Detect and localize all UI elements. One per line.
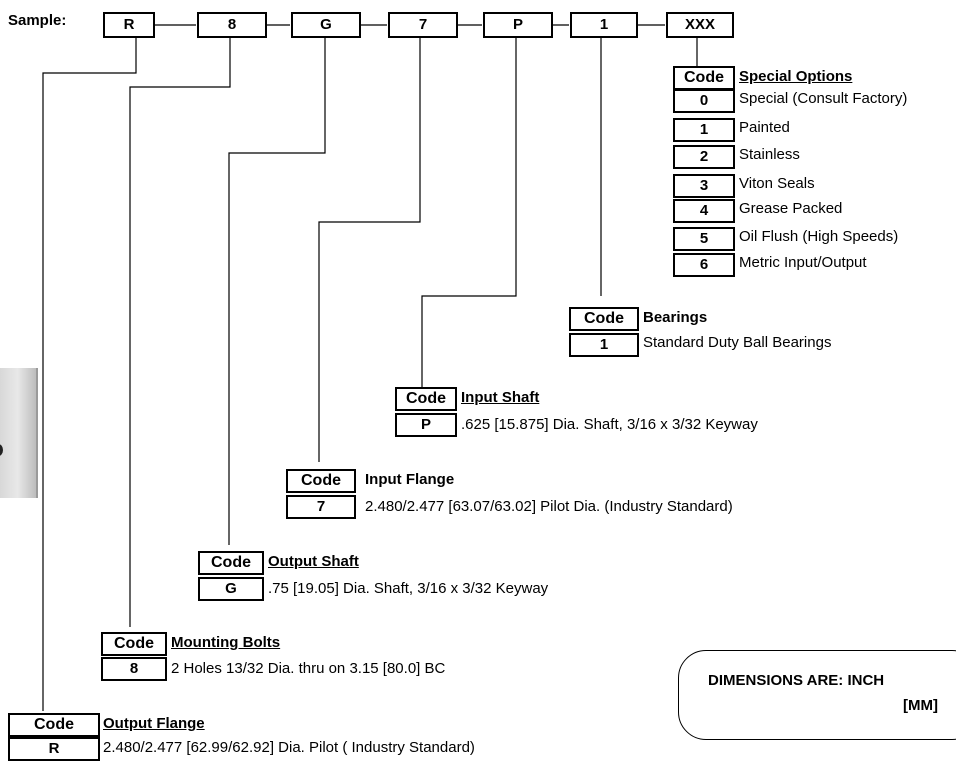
sample-box-input-shaft: P bbox=[483, 12, 553, 38]
code-header: Code bbox=[8, 713, 100, 737]
code-cell: 6 bbox=[673, 253, 735, 277]
table-title-input-shaft: Input Shaft bbox=[461, 389, 540, 406]
code-cell: 4 bbox=[673, 199, 735, 223]
code-header: Code bbox=[395, 387, 457, 411]
table-title-mounting-bolts: Mounting Bolts bbox=[171, 634, 281, 651]
output-flange-description: 2.480/2.477 [62.99/62.92] Dia. Pilot ( I… bbox=[103, 739, 475, 756]
table-title-bearings: Bearings bbox=[643, 309, 708, 326]
code-cell: P bbox=[395, 413, 457, 437]
sample-box-output-shaft: G bbox=[291, 12, 361, 38]
code-cell: 1 bbox=[569, 333, 639, 357]
option-description: Metric Input/Output bbox=[739, 254, 867, 271]
table-title-output-shaft: Output Shaft bbox=[268, 553, 359, 570]
table-title-special-options: Special Options bbox=[739, 68, 853, 85]
code-cell: R bbox=[8, 737, 100, 761]
code-header: Code bbox=[673, 66, 735, 90]
leader-input-shaft bbox=[421, 38, 517, 387]
code-header: Code bbox=[198, 551, 264, 575]
product-photo bbox=[0, 368, 38, 498]
bearing-description: Standard Duty Ball Bearings bbox=[643, 334, 832, 351]
table-title-output-flange: Output Flange bbox=[103, 715, 205, 732]
dimensions-note-line2: [MM] bbox=[903, 697, 938, 714]
code-header: Code bbox=[569, 307, 639, 331]
option-description: Grease Packed bbox=[739, 200, 843, 217]
dimensions-note-box bbox=[678, 650, 956, 740]
input-flange-description: 2.480/2.477 [63.07/63.02] Pilot Dia. (In… bbox=[365, 498, 733, 515]
code-cell: 8 bbox=[101, 657, 167, 681]
mounting-bolts-description: 2 Holes 13/32 Dia. thru on 3.15 [80.0] B… bbox=[171, 660, 446, 677]
code-cell: 1 bbox=[673, 118, 735, 142]
sample-box-input-flange: 7 bbox=[388, 12, 458, 38]
output-shaft-description: .75 [19.05] Dia. Shaft, 3/16 x 3/32 Keyw… bbox=[268, 580, 549, 597]
leader-output-flange bbox=[42, 38, 137, 711]
leader-output-shaft bbox=[228, 38, 326, 545]
code-cell: G bbox=[198, 577, 264, 601]
sample-box-bearings: 1 bbox=[570, 12, 638, 38]
code-cell: 2 bbox=[673, 145, 735, 169]
code-cell: 0 bbox=[673, 89, 735, 113]
code-cell: 5 bbox=[673, 227, 735, 251]
option-description: Painted bbox=[739, 119, 790, 136]
code-header: Code bbox=[101, 632, 167, 656]
table-title-input-flange: Input Flange bbox=[365, 471, 455, 488]
code-cell: 3 bbox=[673, 174, 735, 198]
input-shaft-description: .625 [15.875] Dia. Shaft, 3/16 x 3/32 Ke… bbox=[461, 416, 758, 433]
option-description: Special (Consult Factory) bbox=[739, 90, 908, 107]
sample-label: Sample: bbox=[8, 12, 67, 29]
option-description: Stainless bbox=[739, 146, 800, 163]
leader-input-flange bbox=[318, 38, 421, 462]
sample-box-special-options: XXX bbox=[666, 12, 734, 38]
option-description: Oil Flush (High Speeds) bbox=[739, 228, 899, 245]
code-header: Code bbox=[286, 469, 356, 493]
mounting-hole-image bbox=[0, 444, 3, 456]
sample-box-output-flange: R bbox=[103, 12, 155, 38]
option-description: Viton Seals bbox=[739, 175, 815, 192]
leader-mounting-bolts bbox=[129, 38, 231, 627]
dimensions-note-line1: DIMENSIONS ARE: INCH bbox=[708, 672, 885, 689]
code-cell: 7 bbox=[286, 495, 356, 519]
sample-box-mounting-bolts: 8 bbox=[197, 12, 267, 38]
